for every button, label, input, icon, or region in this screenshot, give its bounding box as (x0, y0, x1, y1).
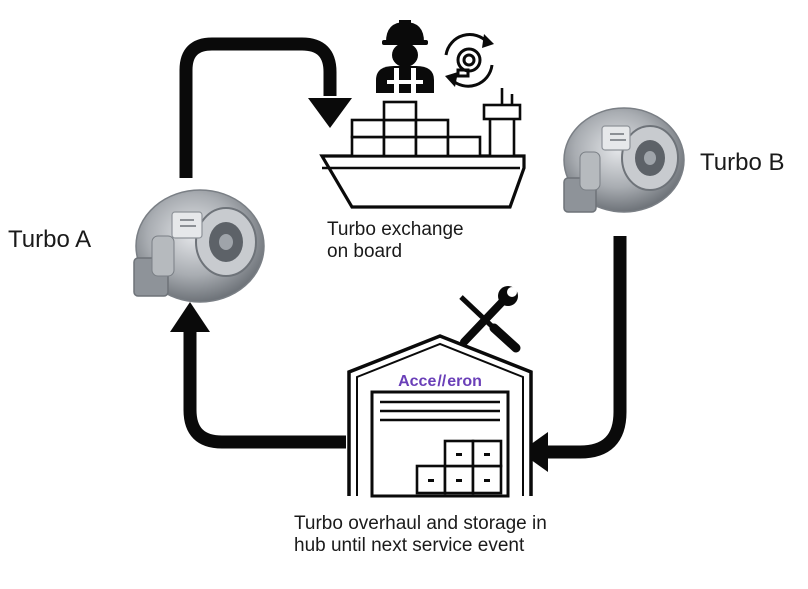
ship-icon (319, 88, 526, 209)
arrow-b-to-hub (548, 236, 627, 459)
cycle-arrows (179, 37, 627, 459)
arrow-hub-to-a (183, 330, 346, 449)
brand-name-part1: Acce (398, 373, 436, 390)
overhaul-caption: Turbo overhaul and storage in hub until … (294, 513, 547, 558)
overhaul-caption-line2: hub until next service event (294, 535, 525, 557)
arrow-a-to-ship (179, 37, 337, 178)
engineer-icon (376, 20, 434, 93)
exchange-caption: Turbo exchange on board (327, 219, 464, 264)
turbocharger-a-icon (133, 189, 265, 303)
brand-slashes: // (437, 373, 446, 390)
exchange-caption-line2: on board (327, 241, 403, 263)
tools-icon (459, 286, 521, 353)
brand-name-part2: eron (447, 373, 482, 390)
turbocharger-b-icon (563, 107, 685, 213)
exchange-caption-line1: Turbo exchange (327, 219, 464, 240)
overhaul-caption-line1: Turbo overhaul and storage in (294, 513, 547, 534)
turbo-rotation-icon (444, 33, 494, 88)
turbo-a-label: Turbo A (8, 226, 92, 253)
brand-logo: Acce//eron (398, 373, 482, 390)
warehouse-icon (347, 334, 533, 498)
turbo-b-label: Turbo B (700, 149, 785, 176)
